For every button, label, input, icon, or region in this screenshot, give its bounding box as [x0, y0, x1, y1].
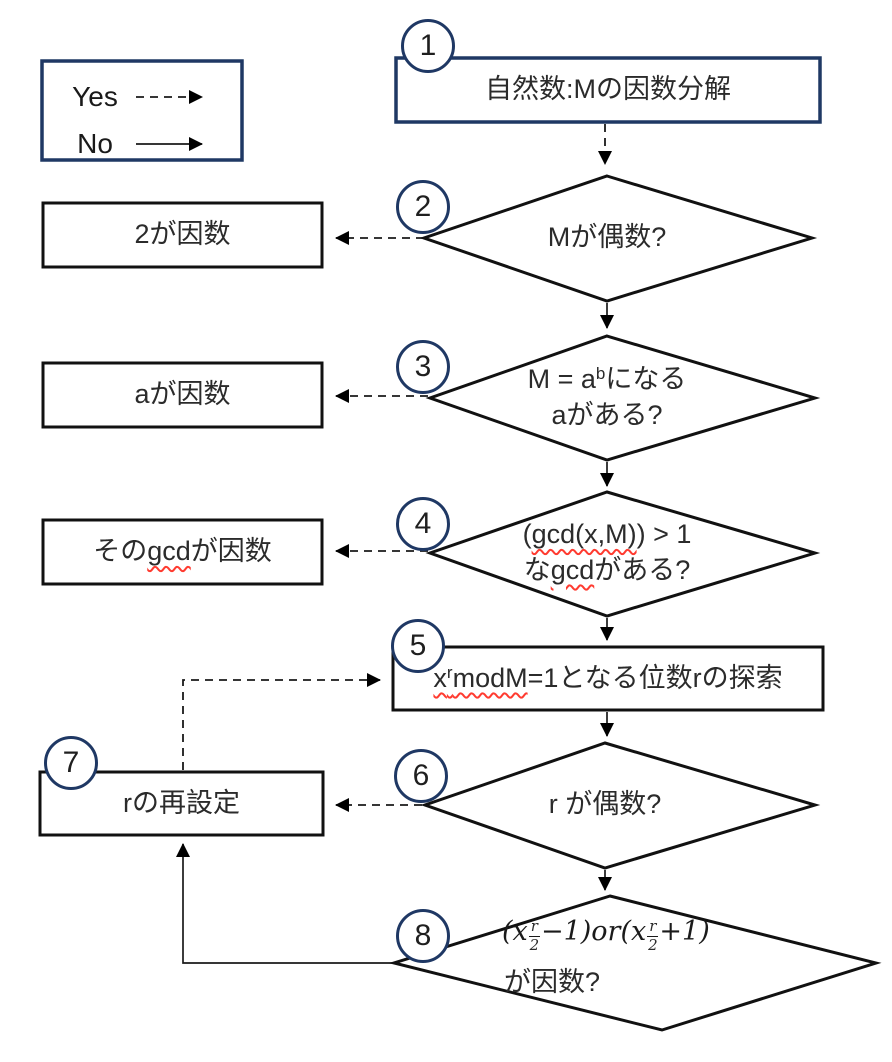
- decision-3-label: M = abになる aがある?: [450, 360, 764, 436]
- result-2-label: 2が因数: [43, 203, 322, 267]
- decision-4-label: (gcd(x,M)) > 1 なgcdがある?: [450, 515, 764, 591]
- step-number-1: 1: [419, 29, 437, 62]
- decision-diamond-4: [425, 490, 821, 618]
- arrow-no-8-to-7: [176, 843, 394, 964]
- step-circle-4: 4: [396, 497, 450, 551]
- process-box-1: [394, 56, 822, 124]
- step-circle-1: 1: [401, 19, 455, 73]
- decision-6-text: r が偶数?: [548, 789, 662, 820]
- decision-8-open2: (: [620, 916, 632, 947]
- decision-diamond-2: [419, 174, 818, 303]
- process-5-label: xrmodM =1となる位数rの探索: [393, 647, 823, 710]
- step-circle-3: 3: [396, 340, 450, 394]
- decision-3-line1-pre: M = a: [527, 364, 596, 395]
- process-box-5: [391, 645, 825, 712]
- step-circle-2: 2: [396, 180, 450, 234]
- step-circle-7: 7: [44, 736, 98, 790]
- step-number-5: 5: [409, 629, 427, 662]
- decision-diamond-6: [420, 741, 821, 870]
- decision-2-label: Mが偶数?: [457, 206, 757, 270]
- decision-4-line1-pre: (: [522, 519, 532, 550]
- step-number-4: 4: [414, 507, 432, 540]
- legend-yes-label: Yes: [72, 80, 118, 112]
- decision-3-line2: aがある?: [551, 400, 663, 430]
- decision-8-open1: (: [502, 916, 513, 947]
- legend-no-label: No: [77, 127, 113, 159]
- decision-8-x1: x: [512, 916, 528, 947]
- process-7-text: rの再設定: [123, 787, 240, 818]
- decision-4-line1-post: ) > 1: [636, 519, 692, 550]
- step-number-3: 3: [414, 350, 432, 383]
- step-circle-8: 8: [396, 909, 450, 963]
- decision-8-x2: x: [631, 916, 647, 947]
- decision-diamond-3: [425, 334, 821, 462]
- decision-3-line1: M = abになる: [528, 362, 687, 398]
- decision-4-line2-post: がある?: [594, 555, 691, 585]
- result-box-2: [41, 201, 324, 269]
- decision-6-label: r が偶数?: [455, 773, 755, 837]
- arrow-retry-7-to-5: [182, 673, 381, 770]
- result-4-post: が因数: [190, 536, 272, 567]
- decision-8-question: が因数?: [504, 966, 601, 997]
- process-1-label: 自然数:Mの因数分解: [396, 58, 820, 122]
- step-number-6: 6: [412, 759, 430, 792]
- decision-8-or: or: [591, 916, 621, 947]
- step-circle-6: 6: [394, 749, 448, 803]
- process-5-x: x: [433, 662, 447, 693]
- process-5-order-expression: xrmodM: [433, 661, 527, 696]
- step-number-8: 8: [414, 919, 432, 952]
- process-1-text: 自然数:Mの因数分解: [485, 74, 731, 105]
- result-4-gcd-word: gcd: [147, 536, 191, 567]
- decision-4-line2-pre: な: [523, 555, 551, 585]
- decision-4-gcd-expression: gcd(x,M): [531, 519, 637, 550]
- result-2-text: 2が因数: [134, 219, 231, 250]
- decision-2-text: Mが偶数?: [547, 222, 667, 253]
- decision-3-superscript-b: b: [595, 364, 606, 384]
- step-number-7: 7: [62, 746, 80, 779]
- decision-4-line2: なgcdがある?: [524, 553, 691, 589]
- decision-diamond-8: [388, 894, 882, 1032]
- process-7-label: rの再設定: [40, 772, 323, 835]
- decision-8-minus-one: −1): [540, 916, 592, 947]
- result-box-4: [41, 518, 324, 586]
- process-5-superscript-r: r: [446, 662, 453, 682]
- decision-3-line1-post: になる: [605, 364, 687, 395]
- result-3-text: aが因数: [134, 379, 231, 410]
- result-3-label: aが因数: [43, 363, 322, 427]
- process-5-rest: =1となる位数rの探索: [527, 662, 783, 693]
- step-circle-5: 5: [391, 619, 445, 673]
- step-number-2: 2: [414, 190, 432, 223]
- result-4-pre: その: [93, 536, 148, 567]
- legend-box: [40, 59, 244, 162]
- process-5-mod: modM: [452, 662, 528, 693]
- result-box-3: [41, 361, 324, 429]
- decision-4-line1: (gcd(x,M)) > 1: [523, 517, 692, 553]
- decision-8-plus-one: +1): [659, 916, 710, 947]
- decision-4-gcd-word: gcd: [550, 555, 595, 585]
